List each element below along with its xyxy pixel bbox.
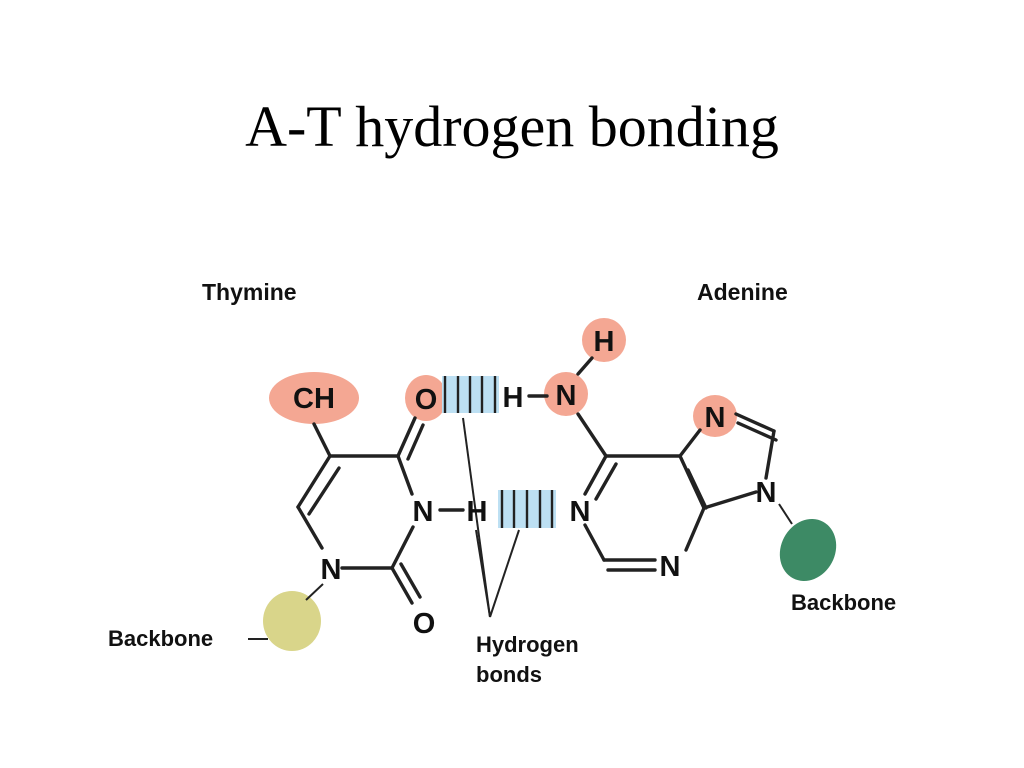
o-bottom-atom: O: [413, 608, 436, 640]
adenine-label: Adenine: [697, 279, 788, 305]
n1-adenine-atom: N: [570, 496, 591, 528]
h-top-atom: H: [503, 382, 524, 414]
h-amine-highlight: [582, 318, 626, 362]
hydrogen-bond-bottom: [498, 490, 556, 528]
ch-highlight: [269, 372, 359, 424]
n-imidazole-highlight: [693, 395, 737, 437]
o-top-highlight: [405, 375, 447, 421]
h-middle-atom: H: [467, 496, 488, 528]
thymine-label: Thymine: [202, 279, 297, 305]
hydrogen-bond-top: [442, 376, 499, 413]
n3-adenine-atom: N: [660, 551, 681, 583]
adenine-backbone: [779, 519, 837, 581]
adenine-bonds: [527, 356, 793, 572]
n1-thymine-atom: N: [321, 554, 342, 586]
n3-thymine-atom: N: [413, 496, 434, 528]
n-amine-atom: N: [556, 380, 577, 412]
adenine-backbone-label: Backbone: [791, 590, 896, 615]
n-imidazole-right-atom: N: [756, 477, 777, 509]
thymine-bonds: [248, 416, 465, 640]
thymine-backbone: [263, 591, 321, 651]
n-amine-highlight: [544, 372, 588, 416]
n-imidazole-top-atom: N: [705, 402, 726, 434]
slide-title: A-T hydrogen bonding: [245, 94, 779, 159]
thymine-backbone-label: Backbone: [108, 626, 213, 651]
o-top-atom: O: [415, 384, 438, 416]
h-amine-atom: H: [594, 326, 615, 358]
ch-atom: CH: [293, 383, 335, 415]
hbond-label-pointers: [462, 417, 520, 618]
hydrogen-bonds-label-line1: Hydrogen: [476, 632, 579, 657]
hydrogen-bonds-label-line2: bonds: [476, 662, 542, 687]
